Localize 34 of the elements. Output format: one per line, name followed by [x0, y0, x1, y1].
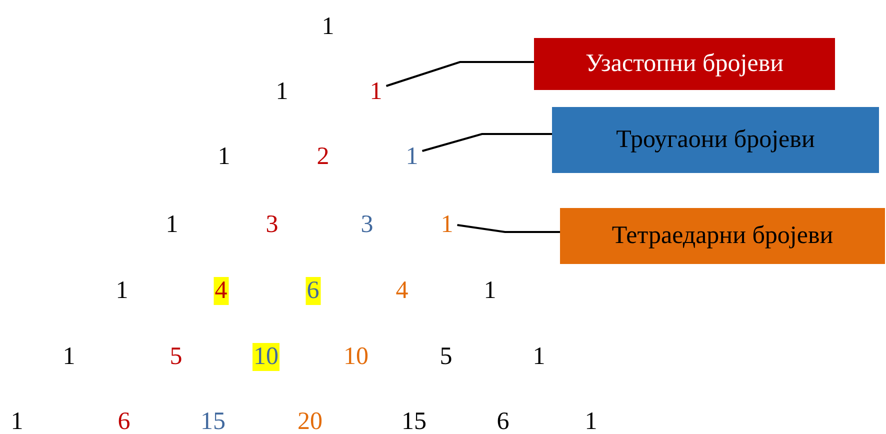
triangle-number: 2: [316, 143, 330, 171]
triangle-number: 1: [62, 343, 76, 371]
triangle-number: 3: [264, 211, 280, 239]
triangle-number: 10: [252, 343, 280, 371]
triangle-number: 1: [164, 211, 180, 239]
triangle-number: 1: [404, 143, 420, 171]
triangle-number: 6: [116, 408, 132, 434]
triangle-number: 1: [320, 13, 336, 41]
triangle-number: 6: [306, 277, 320, 305]
triangle-number: 15: [400, 408, 428, 434]
label-box: Тетраедарни бројеви: [560, 208, 885, 264]
leader-line: [422, 133, 552, 152]
triangle-number: 1: [584, 408, 598, 434]
triangle-number: 4: [214, 277, 228, 305]
triangle-number: 4: [394, 277, 410, 305]
triangle-number: 1: [114, 277, 130, 305]
triangle-number: 1: [440, 211, 454, 239]
triangle-number: 15: [200, 408, 226, 434]
triangle-number: 20: [296, 408, 324, 434]
triangle-number: 1: [10, 408, 24, 434]
triangle-number: 1: [368, 78, 384, 106]
triangle-number: 1: [532, 343, 546, 371]
leader-line: [457, 224, 560, 233]
triangle-number: 10: [342, 343, 370, 371]
triangle-number: 1: [274, 78, 290, 106]
triangle-number: 6: [496, 408, 510, 434]
triangle-number: 1: [482, 277, 498, 305]
triangle-number: 3: [360, 211, 374, 239]
label-box: Узастопни бројеви: [534, 38, 835, 90]
triangle-number: 1: [216, 143, 232, 171]
leader-line: [386, 61, 534, 87]
triangle-number: 5: [438, 343, 454, 371]
triangle-number: 5: [168, 343, 184, 371]
label-box: Троугаони бројеви: [552, 107, 879, 173]
